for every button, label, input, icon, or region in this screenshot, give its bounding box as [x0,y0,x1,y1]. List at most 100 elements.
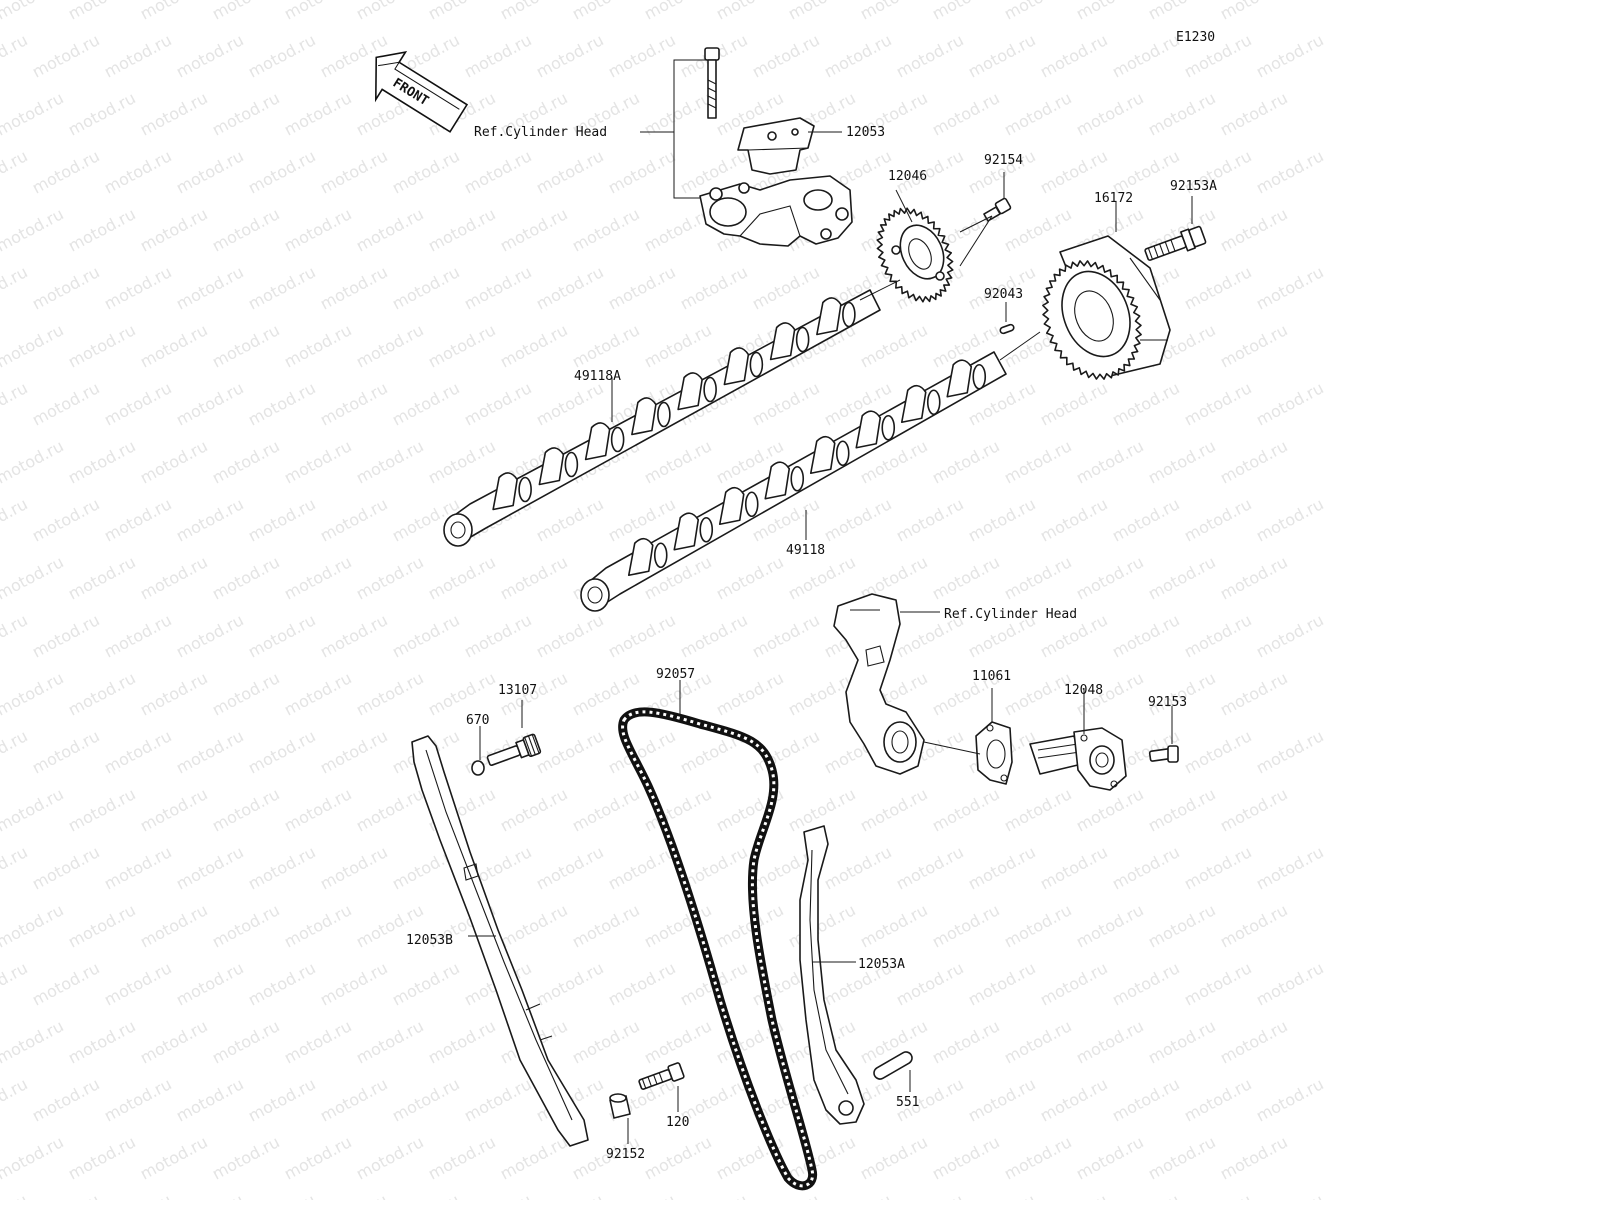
watermark-text: motod.ru [0,494,31,545]
watermark-text: motod.ru [29,726,103,777]
watermark-text: motod.ru [101,378,175,429]
watermark-text: motod.ru [1037,1190,1111,1200]
watermark-text: motod.ru [1073,1016,1147,1067]
watermark-text: motod.ru [0,1132,67,1183]
camshaft-sprocket-12046 [876,207,954,303]
watermark-text: motod.ru [569,1016,643,1067]
watermark-text: motod.ru [29,494,103,545]
watermark-text: motod.ru [65,320,139,371]
watermark-text: motod.ru [29,1190,103,1200]
watermark-text: motod.ru [101,842,175,893]
watermark-text: motod.ru [893,30,967,81]
ref-label-upper: Ref.Cylinder Head [474,125,607,140]
watermark-text: motod.ru [713,0,787,24]
watermark-text: motod.ru [65,668,139,719]
watermark-text: motod.ru [605,1190,679,1200]
watermark-text: motod.ru [533,1190,607,1200]
camshaft-cap-12053 [737,117,815,175]
watermark-text: motod.ru [1253,146,1327,197]
watermark-text: motod.ru [353,320,427,371]
cam-lobe [900,384,927,424]
label-551: 551 [896,1095,919,1110]
watermark-text: motod.ru [1037,842,1111,893]
watermark-text: motod.ru [281,1016,355,1067]
watermark-text: motod.ru [929,436,1003,487]
watermark-text: motod.ru [29,610,103,661]
watermark-text: motod.ru [497,204,571,255]
watermark-text: motod.ru [101,30,175,81]
watermark-text: motod.ru [0,320,67,371]
watermark-text: motod.ru [29,958,103,1009]
watermark-text: motod.ru [209,0,283,24]
watermark-text: motod.ru [965,1190,1039,1200]
cam-lobe [631,397,657,436]
watermark-text: motod.ru [29,30,103,81]
journal [972,363,987,390]
watermark-text: motod.ru [641,0,715,24]
watermark-text: motod.ru [173,494,247,545]
label-92153A: 92153A [1170,179,1217,194]
watermark-text: motod.ru [1145,436,1219,487]
bolt-13107 [486,733,542,766]
ref-cylinder-head-lower: Ref.Cylinder Head [944,607,1077,622]
watermark-text: motod.ru [317,1190,391,1200]
watermark-text: motod.ru [1037,494,1111,545]
cam-lobe [723,347,750,386]
watermark-text: motod.ru [929,0,1003,24]
watermark-text: motod.ru [389,146,463,197]
watermark-text: motod.ru [533,378,607,429]
watermark-text: motod.ru [1073,552,1147,603]
watermark-text: motod.ru [137,1132,211,1183]
watermark-text: motod.ru [245,30,319,81]
watermark-text: motod.ru [857,784,931,835]
watermark-text: motod.ru [209,320,283,371]
label-49118A: 49118A [574,369,621,384]
watermark-text: motod.ru [0,552,67,603]
watermark-text: motod.ru [749,262,823,313]
watermark-text: motod.ru [1181,378,1255,429]
watermark-text: motod.ru [1253,1190,1327,1200]
watermark-text: motod.ru [1001,0,1075,24]
watermark-text: motod.ru [209,900,283,951]
watermark-text: motod.ru [1001,552,1075,603]
watermark-text: motod.ru [497,900,571,951]
watermark-text: motod.ru [173,726,247,777]
watermark-text: motod.ru [821,1190,895,1200]
watermark-text: motod.ru [245,958,319,1009]
watermark-text: motod.ru [1073,1132,1147,1183]
watermark-text: motod.ru [1073,0,1147,24]
watermark-text: motod.ru [137,900,211,951]
watermark-text: motod.ru [749,378,823,429]
label-12048: 12048 [1064,683,1103,698]
watermark-text: motod.ru [137,784,211,835]
watermark-text: motod.ru [893,842,967,893]
watermark-text: motod.ru [497,552,571,603]
watermark-text: motod.ru [1253,1074,1327,1125]
watermark-text: motod.ru [173,262,247,313]
watermark-text: motod.ru [857,1132,931,1183]
watermark-text: motod.ru [65,1132,139,1183]
watermark-text: motod.ru [281,204,355,255]
watermark-text: motod.ru [605,610,679,661]
watermark-text: motod.ru [245,1190,319,1200]
watermark-text: motod.ru [317,146,391,197]
watermark-text: motod.ru [281,88,355,139]
watermark-text: motod.ru [245,494,319,545]
watermark-text: motod.ru [353,204,427,255]
watermark-text: motod.ru [137,552,211,603]
watermark-text: motod.ru [389,1190,463,1200]
watermark-text: motod.ru [137,436,211,487]
watermark-text: motod.ru [569,0,643,24]
watermark-text: motod.ru [497,1132,571,1183]
label-11061: 11061 [972,669,1011,684]
journal [610,426,625,453]
watermark-text: motod.ru [245,842,319,893]
watermark-text: motod.ru [749,1190,823,1200]
watermark-text: motod.ru [1217,552,1291,603]
label-92154: 92154 [984,153,1023,168]
watermark-text: motod.ru [461,146,535,197]
watermark-text: motod.ru [1181,1074,1255,1125]
watermark-text: motod.ru [353,1016,427,1067]
watermark-text: motod.ru [245,726,319,777]
